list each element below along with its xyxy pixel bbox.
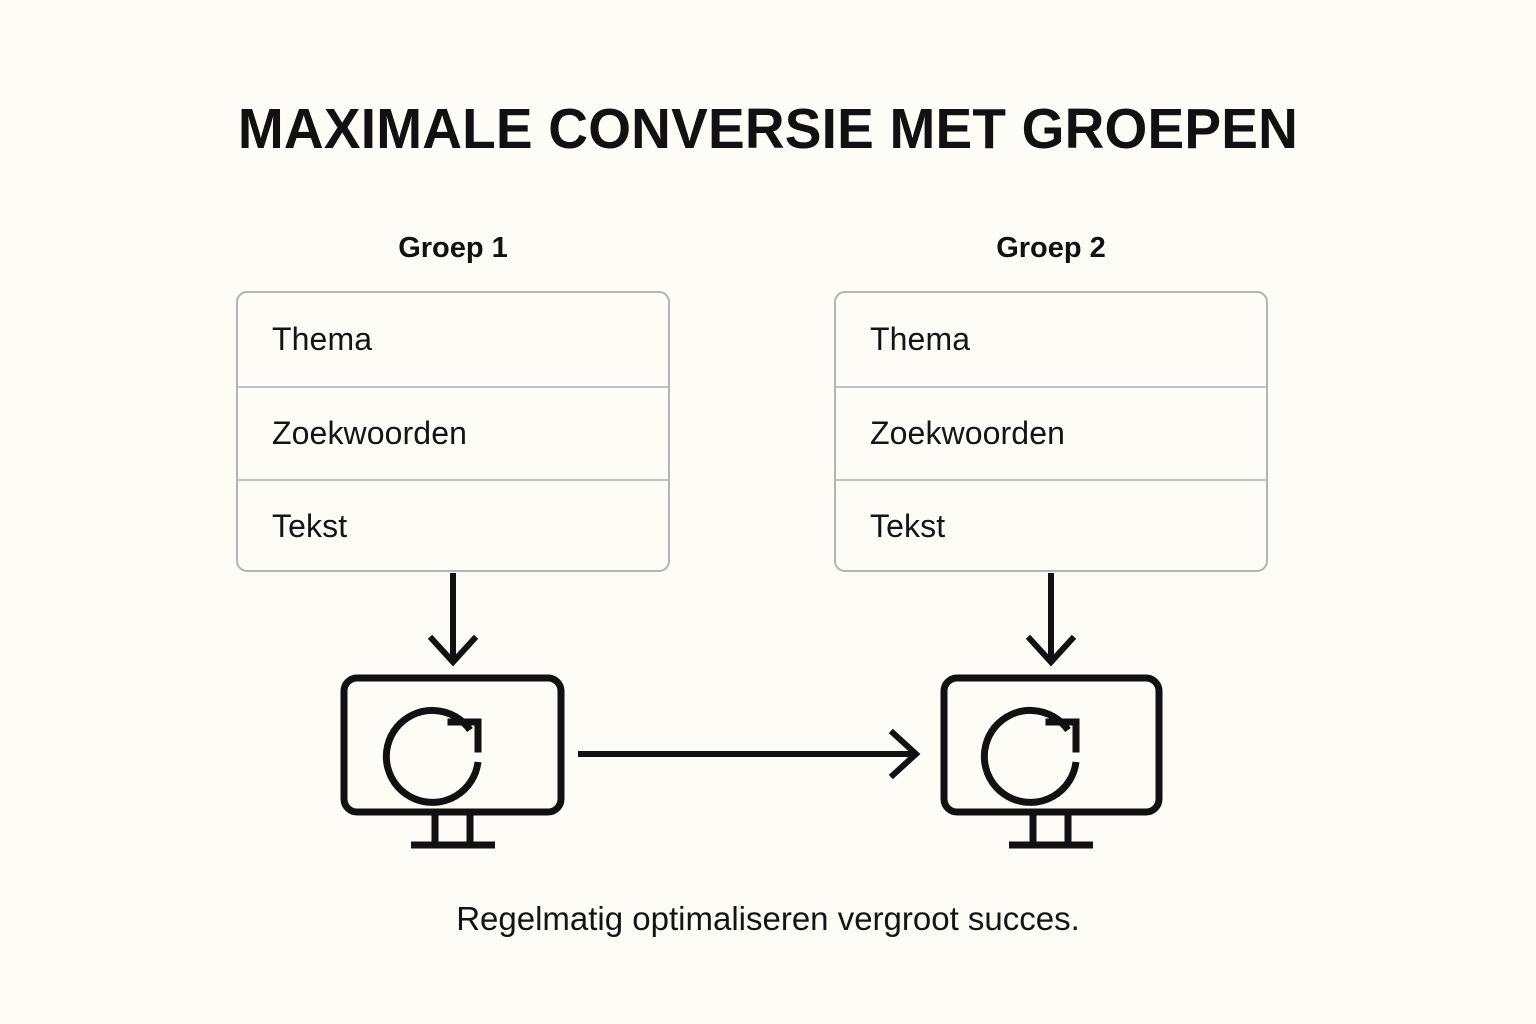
group-1-row-zoekwoorden: Zoekwoorden — [238, 386, 668, 479]
group-1-attribute-box: Thema Zoekwoorden Tekst — [236, 291, 670, 572]
caption-text: Regelmatig optimaliseren vergroot succes… — [456, 900, 1080, 937]
arrow-right-icon-between-groups — [578, 728, 921, 780]
arrow-down-icon-group-1 — [427, 573, 479, 667]
refresh-monitor-icon-group-1 — [340, 674, 565, 849]
refresh-monitor-icon-group-2 — [940, 674, 1163, 849]
group-1-row-tekst: Tekst — [238, 479, 668, 570]
group-2-row-zoekwoorden: Zoekwoorden — [836, 386, 1266, 479]
arrow-down-icon-group-2 — [1025, 573, 1077, 667]
group-2-label: Groep 2 — [996, 232, 1106, 264]
page-title: MAXIMALE CONVERSIE MET GROEPEN — [237, 97, 1299, 161]
group-2-row-tekst: Tekst — [836, 479, 1266, 570]
group-2-row-thema: Thema — [870, 321, 971, 357]
group-1-row-thema: Thema — [272, 321, 373, 357]
group-2-attribute-box: Thema Zoekwoorden Tekst — [834, 291, 1268, 572]
group-1-label: Groep 1 — [398, 232, 508, 264]
